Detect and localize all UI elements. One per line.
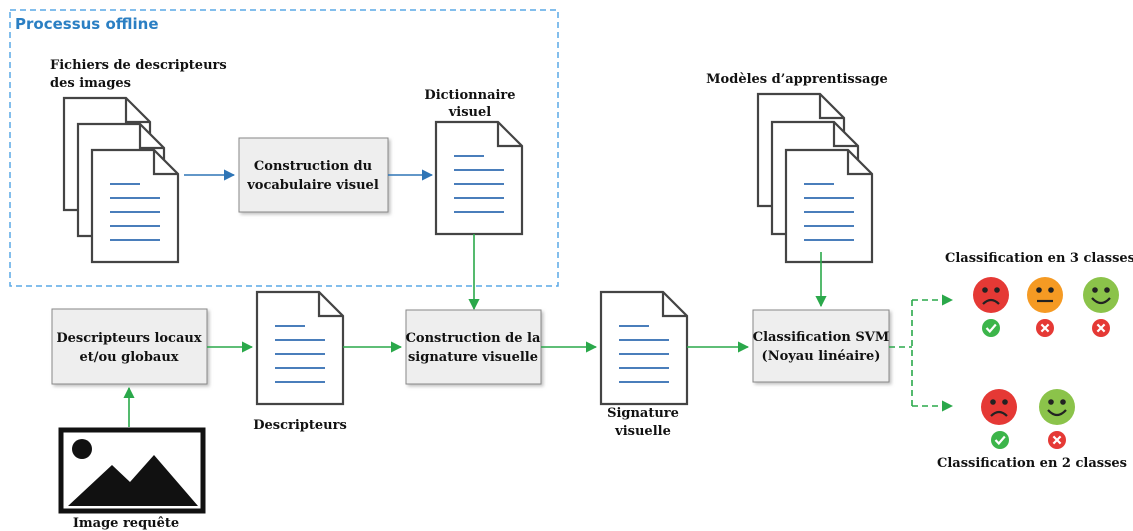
construction-signature-line1: Construction de la <box>406 331 541 346</box>
descripteurs-label: Descripteurs <box>253 418 347 433</box>
classif3-label: Classification en 3 classes <box>945 251 1133 266</box>
descripteurs-locaux-box: Descripteurs locaux et/ou globaux <box>51 308 208 385</box>
happy-face-icon <box>1039 389 1075 425</box>
dictionnaire-label-line1: Dictionnaire <box>424 88 515 103</box>
branch-arrows <box>889 294 954 412</box>
fichiers-label-line1: Fichiers de descripteurs <box>50 58 227 73</box>
svm-box: Classification SVM (Noyau linéaire) <box>752 309 890 383</box>
cross-badge-icon <box>1048 431 1066 449</box>
fichiers-label-line2: des images <box>50 76 131 91</box>
cross-badge-icon <box>1092 319 1110 337</box>
construction-vocab-box: Construction du vocabulaire visuel <box>238 137 389 213</box>
cross-badge-icon <box>1036 319 1054 337</box>
classif2-label: Classification en 2 classes <box>937 456 1127 471</box>
document-icon <box>434 120 524 236</box>
happy-face-icon <box>1083 277 1119 313</box>
offline-region <box>9 9 559 287</box>
construction-signature-line2: signature visuelle <box>408 350 538 365</box>
signature-label-line2: visuelle <box>614 424 671 439</box>
document-stack-icon <box>756 92 874 264</box>
document-stack-icon <box>62 96 180 264</box>
svm-line1: Classification SVM <box>753 330 890 345</box>
construction-vocab-line2: vocabulaire visuel <box>246 178 379 193</box>
construction-vocab-line1: Construction du <box>254 159 372 174</box>
document-icon <box>599 290 689 406</box>
descripteurs-locaux-line1: Descripteurs locaux <box>56 331 201 346</box>
document-icon <box>255 290 345 406</box>
descripteurs-locaux-line2: et/ou globaux <box>79 350 178 365</box>
sad-face-icon <box>981 389 1017 425</box>
sad-face-icon <box>973 277 1009 313</box>
image-requete-label: Image requête <box>73 516 179 531</box>
check-badge-icon <box>991 431 1009 449</box>
neutral-face-icon <box>1027 277 1063 313</box>
signature-label-line1: Signature <box>607 406 679 421</box>
image-icon <box>58 427 206 514</box>
check-badge-icon <box>982 319 1000 337</box>
construction-signature-box: Construction de la signature visuelle <box>405 309 542 385</box>
svm-line2: (Noyau linéaire) <box>762 349 881 364</box>
modeles-label: Modèles d’apprentissage <box>706 72 888 87</box>
dictionnaire-label-line2: visuel <box>448 105 492 120</box>
offline-title: Processus offline <box>15 15 159 33</box>
